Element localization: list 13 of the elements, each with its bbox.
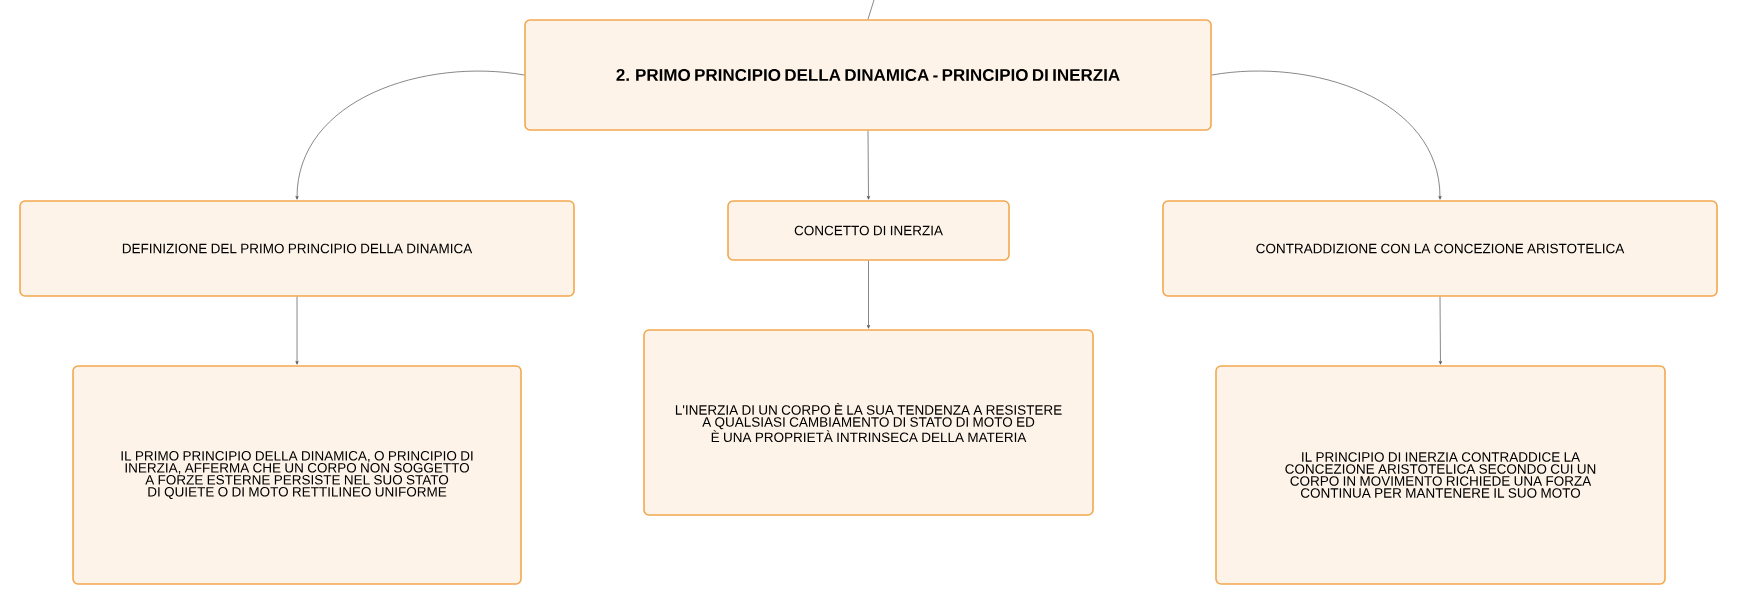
- topic-box: CONTRADDIZIONE CON LA CONCEZIONE ARISTOTELICA: [1162, 200, 1718, 297]
- topic-box: IL PRINCIPIO DI INERZIA CONTRADDICE LA CONCEZIONE ARISTOTELICA SECONDO CUI UN CORPO IN MOVIMENTO RICHIEDE UNA FORZA CONTINUA PER MANTENERE IL SUO MOTO: [1215, 365, 1666, 585]
- topic-box: L'INERZIA DI UN CORPO È LA SUA TENDENZA A RESISTERE A QUALSIASI CAMBIAMENTO DI STATO DI MOTO ED È UNA PROPRIETÀ INTRINSECA DELLA MATERIA: [643, 329, 1094, 516]
- arrow: [866, 260, 871, 329]
- topic-box: IL PRIMO PRINCIPIO DELLA DINAMICA, O PRINCIPIO DI INERZIA, AFFERMA CHE UN CORPO NON SOGGETTO A FORZE ESTERNE PERSISTE NEL SUO STATO DI QUIETE O DI MOTO RETTILINEO UNIFORME: [72, 365, 522, 585]
- title-box: 2. PRIMO PRINCIPIO DELLA DINAMICA - PRINCIPIO DI INERZIA: [524, 19, 1212, 131]
- arrow: [295, 296, 299, 365]
- arrow: [1438, 296, 1442, 365]
- arrow: [866, 130, 871, 200]
- topic-box: CONCETTO DI INERZIA: [727, 200, 1010, 261]
- topic-box: DEFINIZIONE DEL PRIMO PRINCIPIO DELLA DINAMICA: [19, 200, 575, 297]
- arrow: [1211, 70, 1442, 200]
- arrow: [295, 70, 525, 200]
